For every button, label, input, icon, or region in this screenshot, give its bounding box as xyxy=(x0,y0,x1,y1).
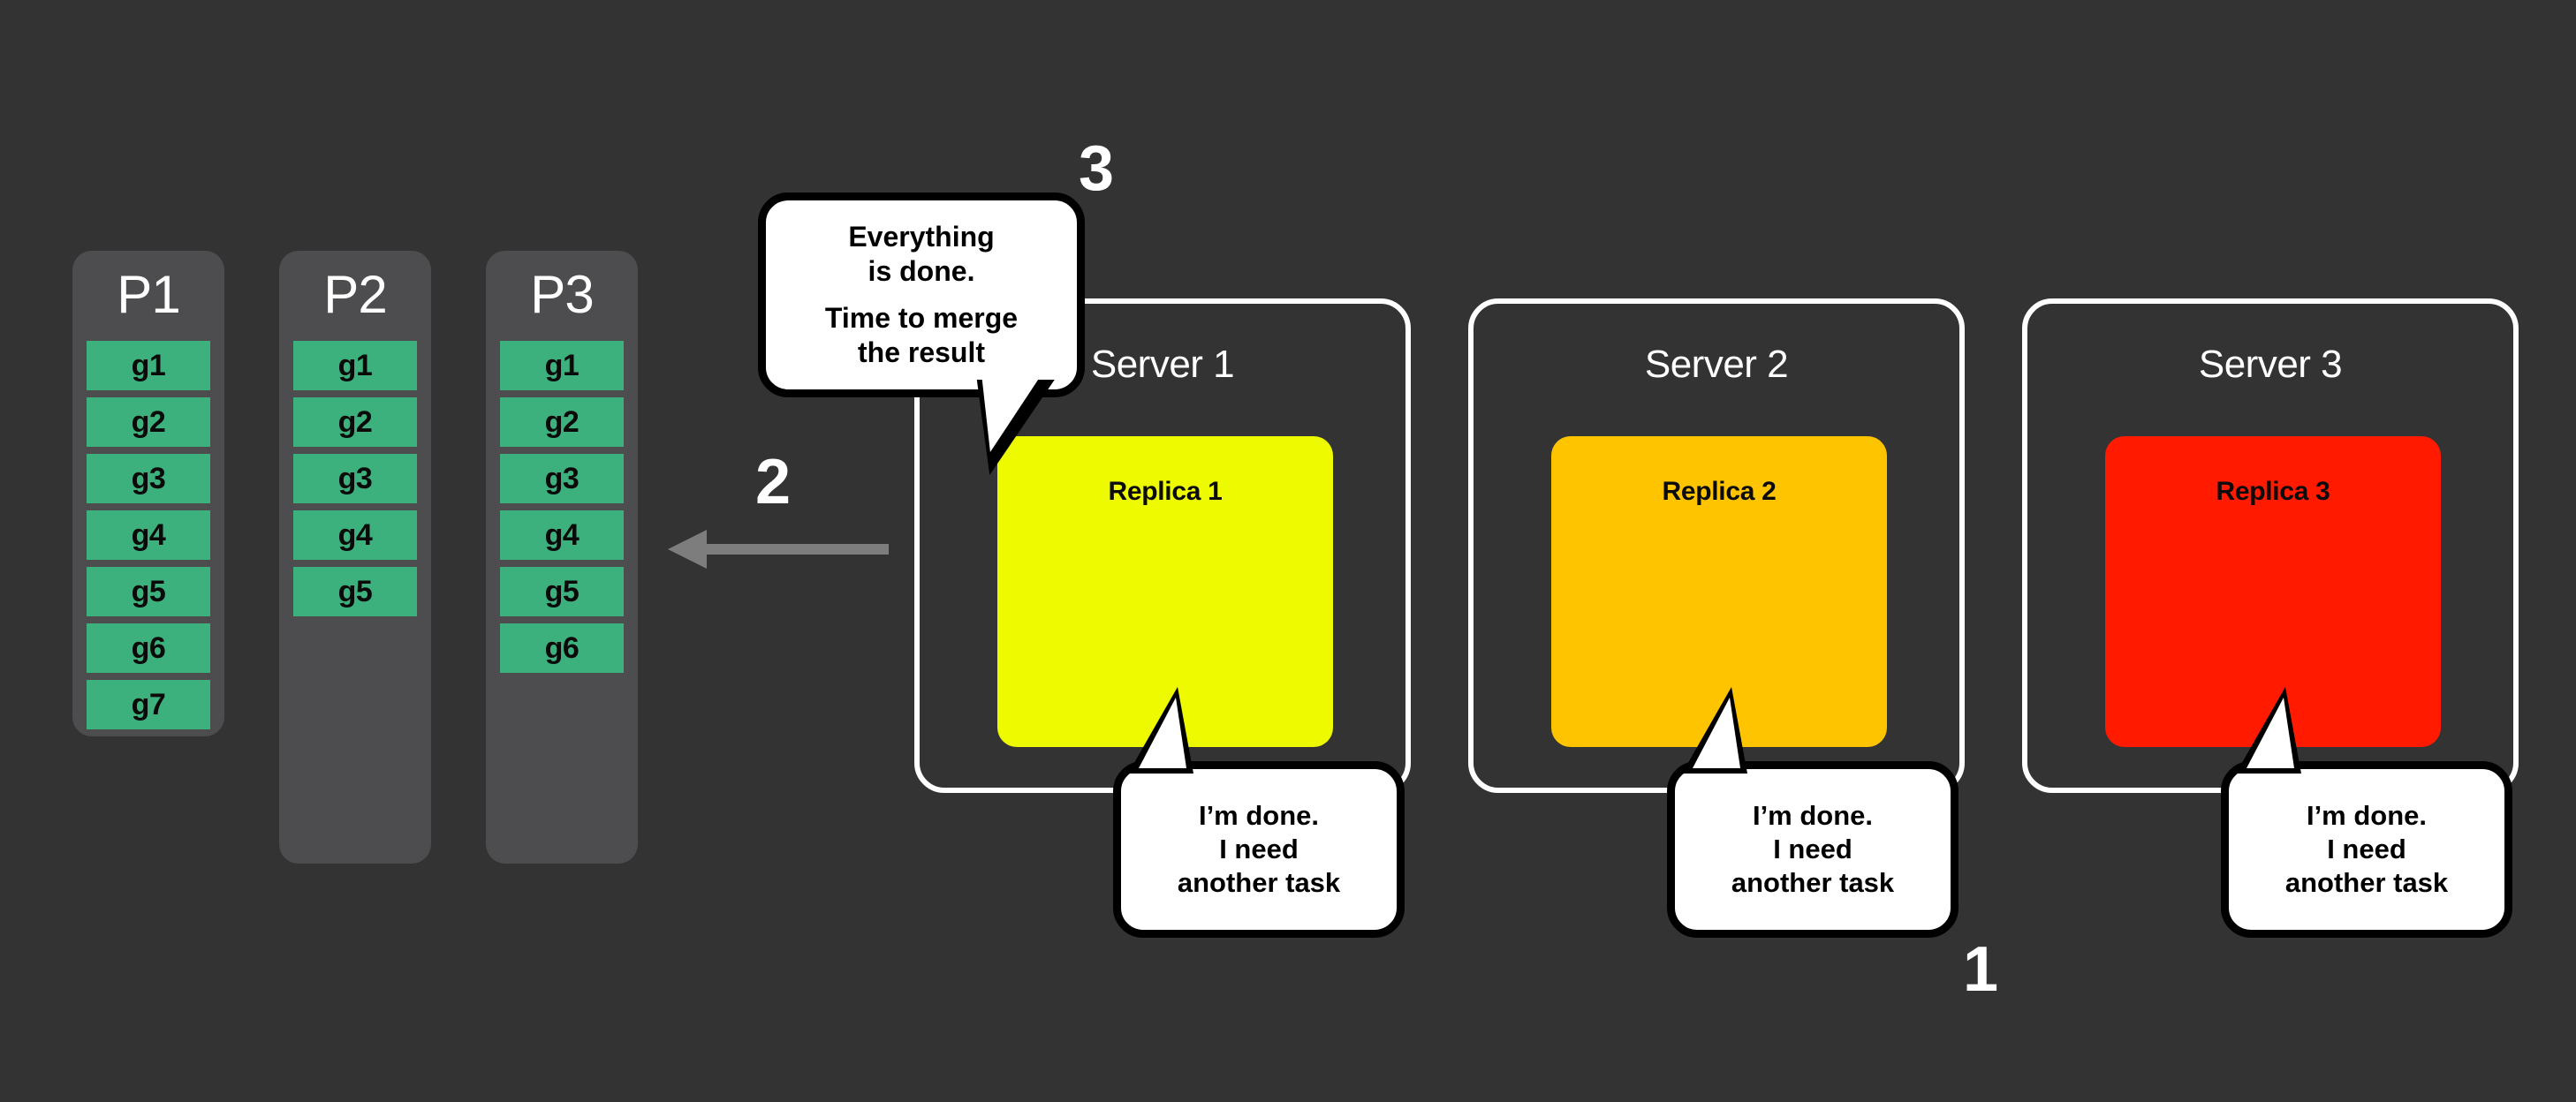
speech-bubble-done-1: I’m done. I need another task xyxy=(1113,761,1405,938)
chunk-item: g2 xyxy=(87,397,210,447)
bubble-line: I need xyxy=(1773,834,1852,865)
replica-label: Replica 1 xyxy=(1108,477,1223,506)
bubble-line: another task xyxy=(1177,866,1341,898)
bubble-line: I need xyxy=(1219,834,1299,865)
chunk-item: g7 xyxy=(87,680,210,729)
partition-p1: P1 g1 g2 g3 g4 g5 g6 g7 xyxy=(72,251,224,736)
partition-title: P3 xyxy=(530,265,594,324)
merge-arrow xyxy=(668,530,889,569)
chunk-item: g6 xyxy=(87,623,210,673)
chunk-item: g2 xyxy=(500,397,624,447)
bubble-line: is done. xyxy=(868,254,975,287)
partition-p2: P2 g1 g2 g3 g4 g5 xyxy=(279,251,431,864)
chunk-list: g1 g2 g3 g4 g5 g6 g7 xyxy=(72,341,224,736)
chunk-item: g5 xyxy=(500,567,624,616)
server-title: Server 3 xyxy=(2198,343,2343,386)
partition-title: P1 xyxy=(117,265,180,324)
chunk-item: g3 xyxy=(87,454,210,503)
bubble-line: I’m done. xyxy=(1752,800,1874,832)
chunk-item: g4 xyxy=(293,510,417,560)
chunk-item: g1 xyxy=(87,341,210,390)
chunk-list: g1 g2 g3 g4 g5 xyxy=(279,341,431,623)
partition-p3: P3 g1 g2 g3 g4 g5 g6 xyxy=(486,251,638,864)
chunk-item: g3 xyxy=(293,454,417,503)
arrow-head-left-icon xyxy=(668,530,707,569)
bubble-tail-done-1-fill xyxy=(1139,698,1186,768)
chunk-item: g1 xyxy=(500,341,624,390)
bubble-line: another task xyxy=(2284,866,2449,898)
replica-label: Replica 2 xyxy=(1662,477,1777,506)
arrow-shaft xyxy=(703,544,889,555)
step-number-3: 3 xyxy=(1079,133,1115,204)
bubble-tail-done-2-fill xyxy=(1693,698,1740,768)
bubble-tail-merge-fill xyxy=(975,374,1042,452)
step-number-2: 2 xyxy=(755,447,792,517)
chunk-item: g1 xyxy=(293,341,417,390)
server-title: Server 2 xyxy=(1644,343,1789,386)
chunk-list: g1 g2 g3 g4 g5 g6 xyxy=(486,341,638,680)
bubble-line: I need xyxy=(2327,834,2406,865)
server-title: Server 1 xyxy=(1090,343,1235,386)
speech-bubble-merge: Everything is done. Time to merge the re… xyxy=(758,192,1085,397)
bubble-line: Everything xyxy=(848,220,995,253)
chunk-item: g6 xyxy=(500,623,624,673)
step-number-1: 1 xyxy=(1963,934,1999,1005)
bubble-line: the result xyxy=(857,336,986,369)
chunk-item: g3 xyxy=(500,454,624,503)
bubble-tail-done-3-fill xyxy=(2246,698,2294,768)
partition-title: P2 xyxy=(323,265,387,324)
chunk-item: g5 xyxy=(87,567,210,616)
replica-label: Replica 3 xyxy=(2216,477,2330,506)
bubble-line: I’m done. xyxy=(2306,800,2428,832)
chunk-item: g4 xyxy=(87,510,210,560)
bubble-line: I’m done. xyxy=(1198,800,1320,832)
bubble-line: Time to merge xyxy=(824,302,1019,334)
chunk-item: g4 xyxy=(500,510,624,560)
speech-bubble-done-3: I’m done. I need another task xyxy=(2221,761,2512,938)
chunk-item: g2 xyxy=(293,397,417,447)
chunk-item: g5 xyxy=(293,567,417,616)
bubble-line: another task xyxy=(1731,866,1895,898)
speech-bubble-done-2: I’m done. I need another task xyxy=(1667,761,1959,938)
